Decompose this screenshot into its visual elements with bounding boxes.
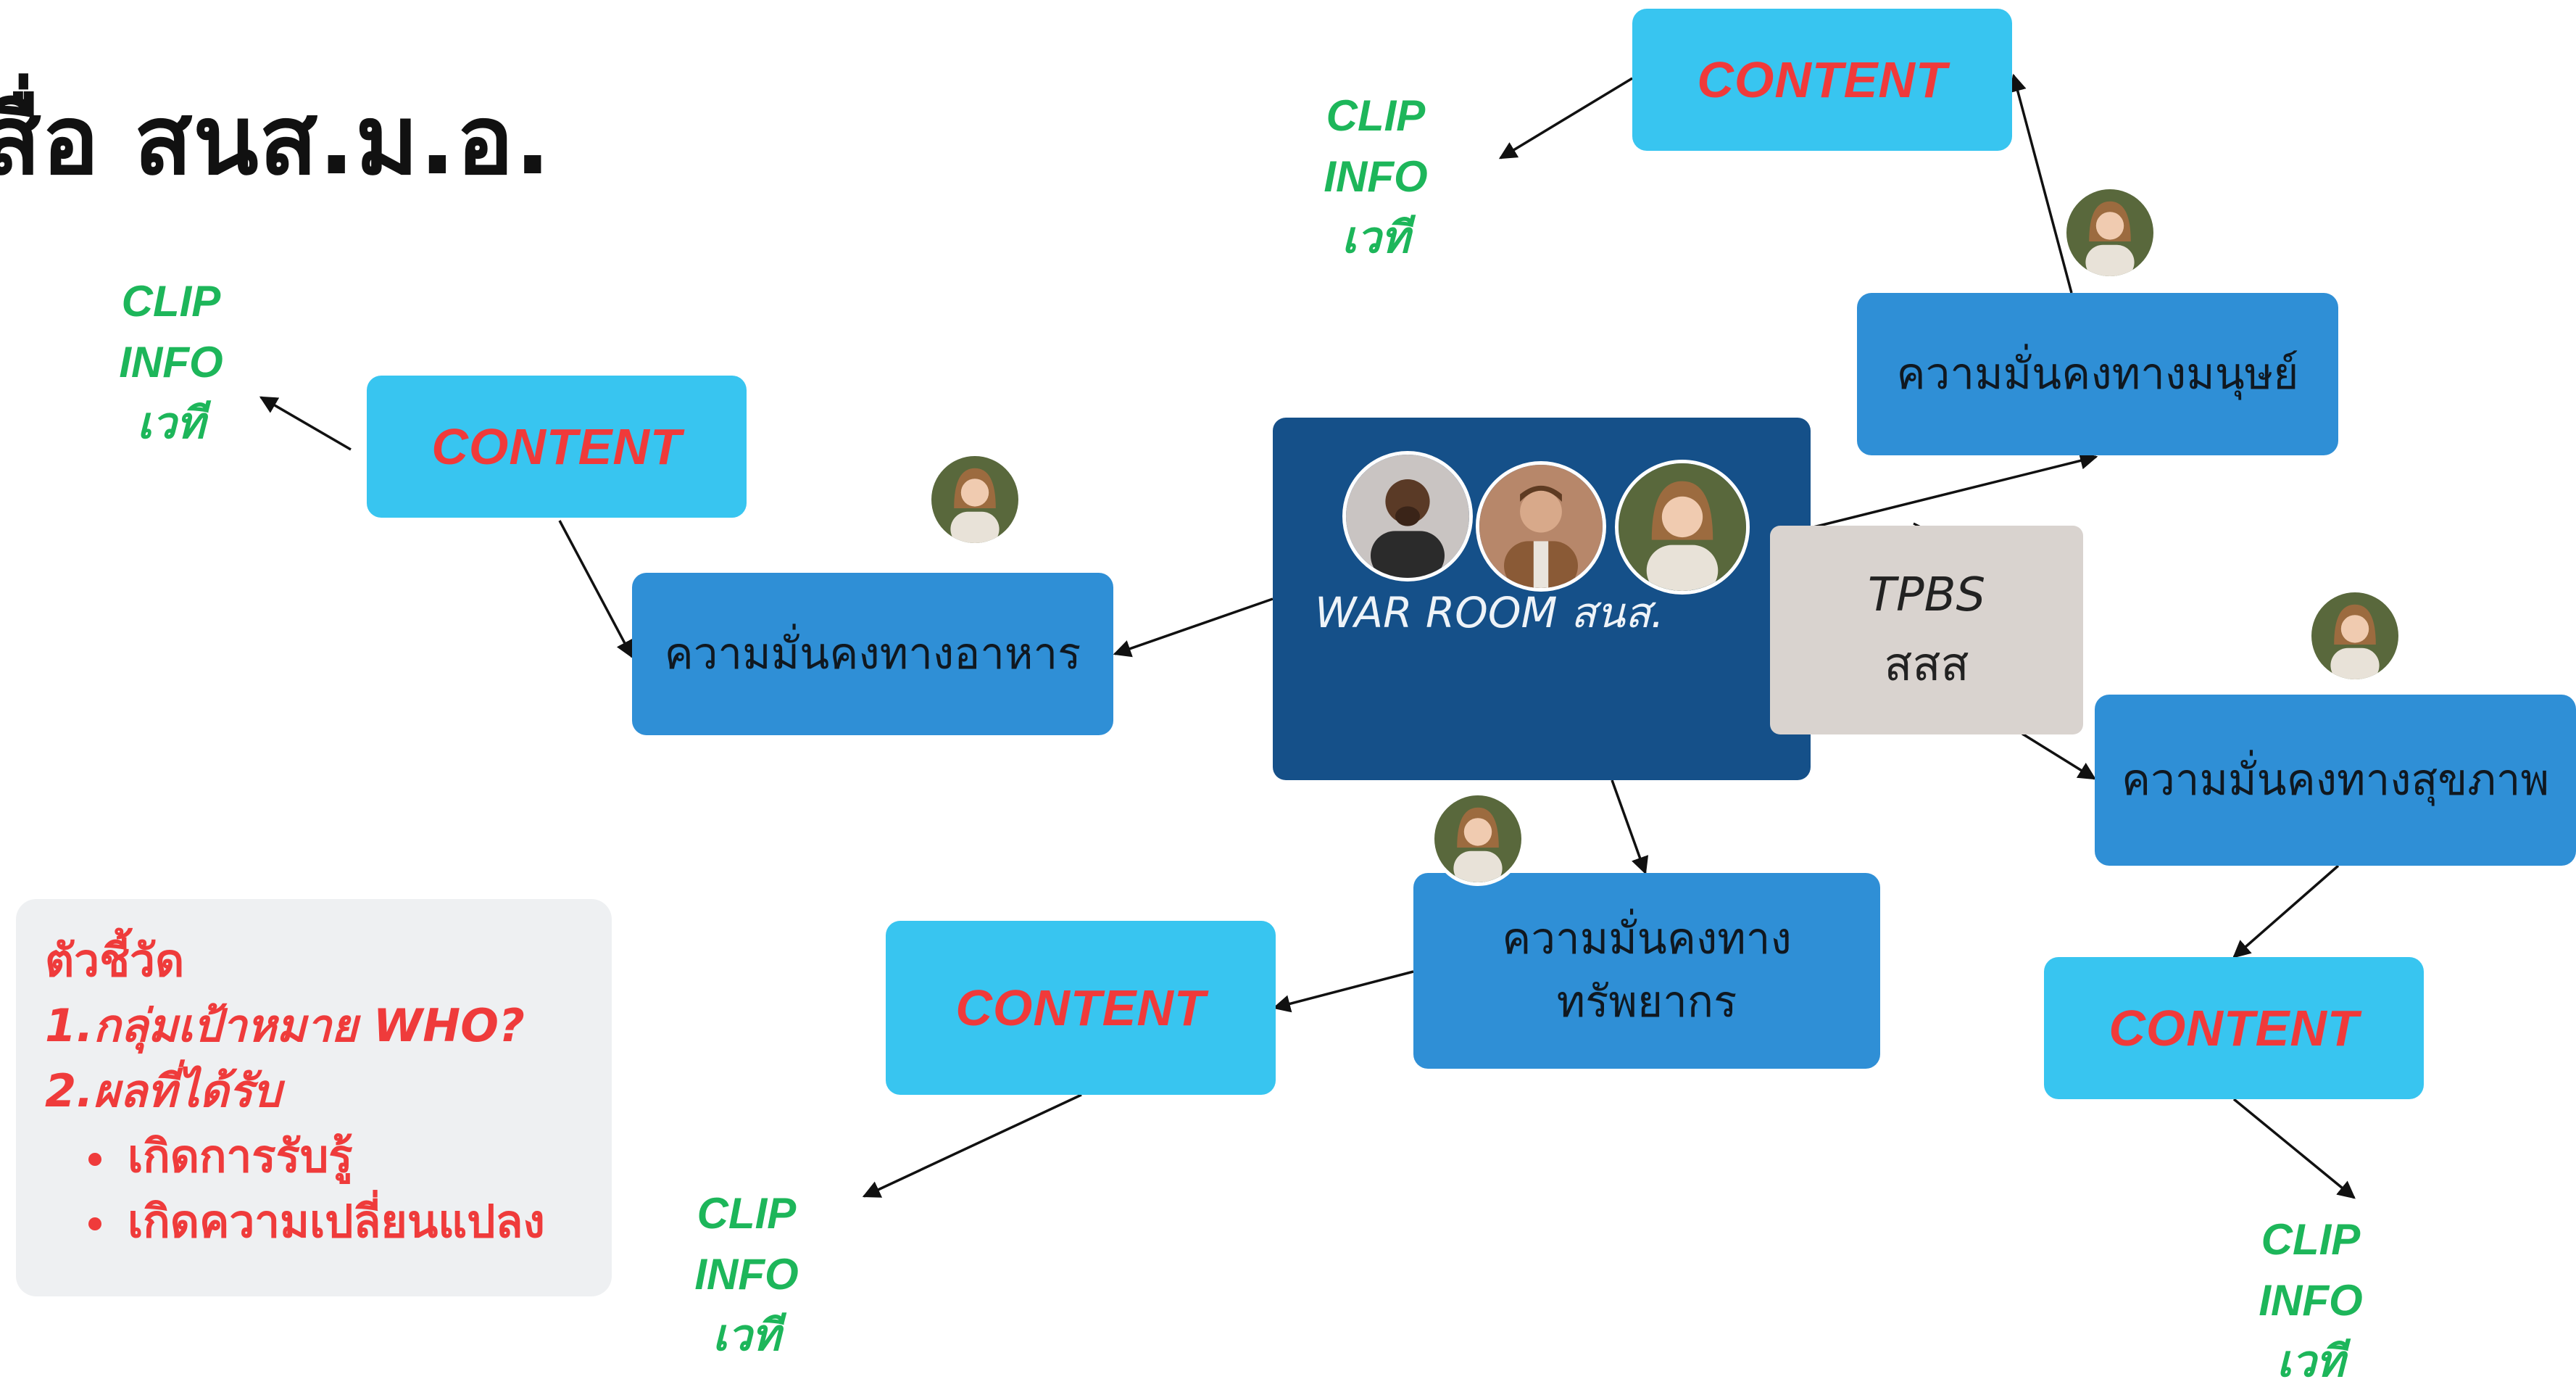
output-list-resource: CLIP INFO เวที bbox=[652, 1183, 841, 1366]
output-clip: CLIP bbox=[1326, 91, 1426, 140]
arrow-hub-to-food bbox=[1113, 597, 1274, 658]
arrow-content-to-clip-bottom-right bbox=[2232, 1098, 2356, 1199]
person-avatar-icon bbox=[1476, 461, 1606, 592]
kpi-item-2: 2.ผลที่ได้รับ bbox=[45, 1064, 281, 1117]
output-info: INFO bbox=[1324, 152, 1428, 201]
topic-human-label: ความมั่นคงทางมนุษย์ bbox=[1896, 348, 2299, 400]
topic-food-security: ความมั่นคงทางอาหาร bbox=[632, 573, 1113, 735]
kpi-panel: ตัวชี้วัด 1.กลุ่มเป้าหมาย WHO? 2.ผลที่ได… bbox=[16, 899, 612, 1296]
kpi-item-1-text: 1.กลุ่มเป้าหมาย bbox=[45, 998, 373, 1052]
topic-resource-label-1: ความมั่นคงทาง bbox=[1502, 914, 1792, 964]
kpi-item-1: 1.กลุ่มเป้าหมาย WHO? bbox=[45, 993, 583, 1059]
output-stage: เวที bbox=[2277, 1337, 2345, 1386]
page-title: สื่อ สนส.ม.อ. bbox=[0, 85, 552, 196]
kpi-bullet-1-text: เกิดการรับรู้ bbox=[128, 1129, 353, 1183]
content-label: CONTENT bbox=[955, 980, 1206, 1036]
output-info: INFO bbox=[119, 338, 223, 386]
topic-resource-label-2: ทรัพยากร bbox=[1556, 977, 1737, 1027]
content-label: CONTENT bbox=[431, 418, 682, 475]
content-box-resource: CONTENT bbox=[886, 921, 1276, 1095]
topic-resource-security: ความมั่นคงทาง ทรัพยากร bbox=[1413, 873, 1880, 1069]
kpi-item-1-who: WHO? bbox=[373, 998, 525, 1052]
output-info: INFO bbox=[694, 1250, 799, 1299]
output-clip: CLIP bbox=[2261, 1215, 2361, 1264]
topic-human-security: ความมั่นคงทางมนุษย์ bbox=[1857, 293, 2338, 455]
topic-food-label: ความมั่นคงทางอาหาร bbox=[664, 628, 1081, 679]
content-box-human: CONTENT bbox=[1632, 9, 2012, 151]
content-label: CONTENT bbox=[2108, 1000, 2359, 1056]
content-label: CONTENT bbox=[1697, 51, 1948, 108]
output-list-health: CLIP INFO เวที bbox=[2216, 1209, 2405, 1392]
arrow-content-to-clip-top bbox=[1498, 77, 1633, 160]
content-box-food: CONTENT bbox=[367, 376, 747, 518]
output-stage: เวที bbox=[137, 399, 205, 447]
person-avatar-icon bbox=[2308, 589, 2402, 683]
output-clip: CLIP bbox=[697, 1189, 797, 1238]
arrow-content-to-clip-left bbox=[259, 396, 352, 451]
output-list-food: CLIP INFO เวที bbox=[77, 271, 265, 454]
partner-thaihealth: สสส bbox=[1884, 638, 1969, 692]
arrow-health-to-content bbox=[2232, 864, 2340, 959]
output-clip: CLIP bbox=[121, 277, 221, 326]
person-avatar-icon bbox=[1615, 460, 1750, 595]
arrow-human-to-content bbox=[2008, 73, 2073, 294]
kpi-bullet-2: เกิดความเปลี่ยนแปลง bbox=[45, 1189, 583, 1254]
output-list-human: CLIP INFO เวที bbox=[1281, 86, 1470, 268]
kpi-heading: ตัวชี้วัด bbox=[45, 934, 185, 987]
person-avatar-icon bbox=[928, 452, 1022, 547]
war-room-label: WAR ROOM สนส. bbox=[1315, 588, 1664, 637]
person-avatar-icon bbox=[1431, 792, 1525, 886]
topic-health-security: ความมั่นคงทางสุขภาพ bbox=[2095, 695, 2576, 866]
output-info: INFO bbox=[2259, 1276, 2363, 1325]
arrow-partner-to-health bbox=[2022, 732, 2097, 780]
kpi-bullet-1: เกิดการรับรู้ bbox=[45, 1124, 583, 1189]
arrow-content-to-clip-bottom-left bbox=[862, 1093, 1082, 1198]
output-stage: เวที bbox=[1342, 213, 1410, 262]
person-avatar-icon bbox=[2063, 186, 2157, 280]
arrow-hub-to-resource bbox=[1611, 779, 1649, 875]
arrow-hub-to-human bbox=[1810, 452, 2098, 529]
partner-tpbs: TPBS bbox=[1867, 568, 1986, 622]
content-box-health: CONTENT bbox=[2044, 957, 2424, 1099]
partner-box: TPBS สสส bbox=[1770, 526, 2083, 734]
output-stage: เวที bbox=[712, 1311, 781, 1359]
arrow-resource-to-content bbox=[1272, 970, 1414, 1013]
person-avatar-icon bbox=[1342, 451, 1473, 581]
topic-health-label: ความมั่นคงทางสุขภาพ bbox=[2121, 754, 2550, 806]
arrow-content-to-food bbox=[558, 520, 633, 659]
kpi-bullet-2-text: เกิดความเปลี่ยนแปลง bbox=[128, 1194, 545, 1248]
